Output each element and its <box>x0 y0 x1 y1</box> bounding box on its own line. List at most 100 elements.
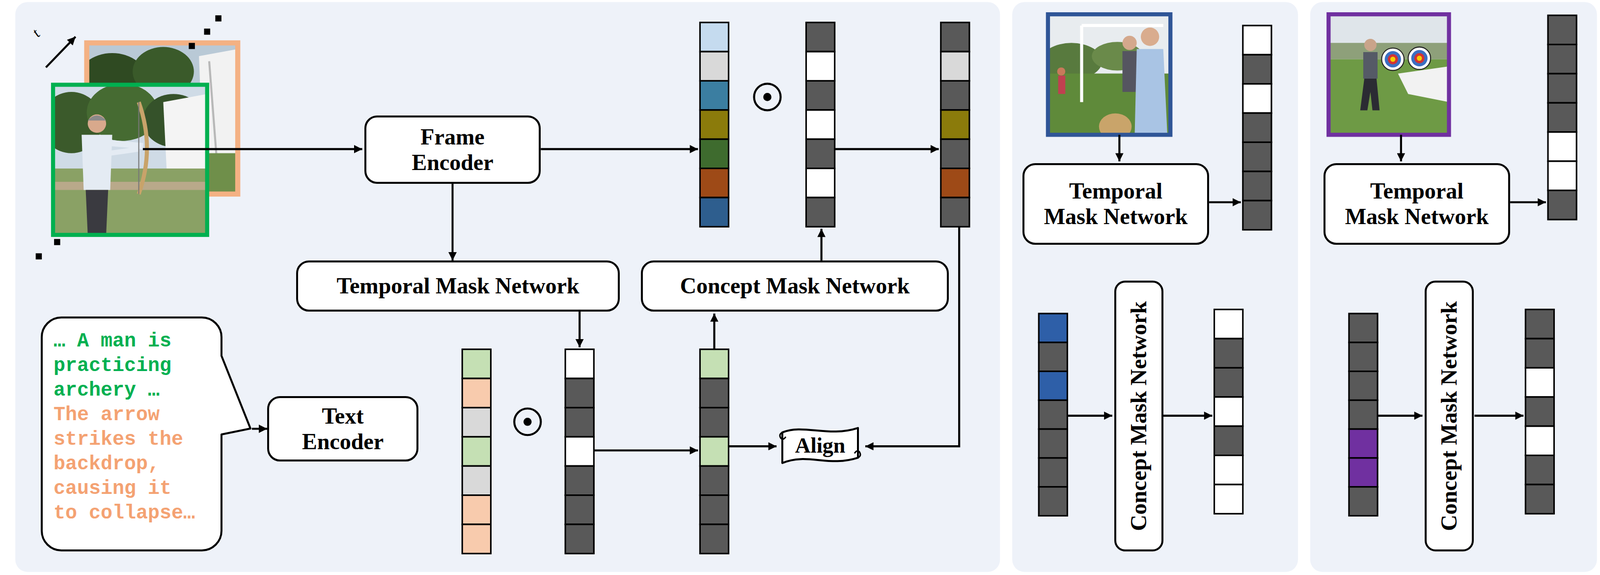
vector-cell <box>1525 455 1554 485</box>
node-label: Frame Encoder <box>411 124 494 175</box>
vector-cell <box>699 378 729 408</box>
vector-cell <box>1525 367 1554 397</box>
feature-vector <box>1525 309 1554 514</box>
video-frame-front <box>53 84 208 235</box>
node-label: Temporal Mask Network <box>336 273 580 299</box>
vector-cell <box>805 22 835 52</box>
vector-cell <box>1547 73 1577 103</box>
photo-middle <box>1057 67 1066 76</box>
feature-vector <box>940 22 970 227</box>
vector-cell <box>1242 83 1272 113</box>
mask-network-box: Concept Mask Network <box>1424 280 1474 552</box>
photo-right <box>1414 53 1425 64</box>
vector-cell <box>1038 399 1068 429</box>
vector-cell <box>1547 102 1577 132</box>
vector-cell <box>940 51 970 81</box>
align-scroll: Align <box>778 423 862 468</box>
panel-background <box>15 1 1598 572</box>
vector-cell <box>462 349 491 379</box>
ellipsis-dots <box>35 252 42 259</box>
vector-cell <box>1525 309 1554 339</box>
feature-vector <box>699 349 729 554</box>
hadamard-product-symbol <box>514 408 541 435</box>
vector-cell <box>462 465 491 495</box>
node-label: Concept Mask Network <box>1126 301 1152 531</box>
vector-cell <box>699 197 729 227</box>
vector-cell <box>1214 338 1243 368</box>
vector-cell <box>1242 112 1272 142</box>
vector-cell <box>1038 371 1068 401</box>
mask-network-box: Temporal Mask Network <box>1323 163 1511 245</box>
vector-cell <box>1214 425 1243 455</box>
vector-cell <box>1214 484 1243 514</box>
vector-cell <box>940 197 970 227</box>
ellipsis-dots <box>35 15 222 260</box>
video-frame-front <box>53 181 208 191</box>
flow-arrow <box>1400 134 1403 162</box>
vector-cell <box>1547 132 1577 162</box>
photo-right <box>1407 47 1431 70</box>
caption-speech-bubble: … A man is practicing archery …The arrow… <box>40 316 252 552</box>
vector-cell <box>565 465 594 495</box>
flow-arrow <box>1209 200 1241 203</box>
vector-cell <box>1349 399 1378 429</box>
vector-cell <box>1349 457 1378 487</box>
vector-cell <box>565 495 594 525</box>
vector-cell <box>805 168 835 198</box>
vector-cell <box>1038 428 1068 458</box>
node-label: Temporal Mask Network <box>1041 178 1191 229</box>
photo-middle <box>1140 27 1159 46</box>
flow-arrow <box>1474 414 1524 417</box>
node-label: Concept Mask Network <box>1436 301 1463 531</box>
time-arrow <box>46 36 76 68</box>
flow-arrow <box>578 311 581 348</box>
flow-arrow <box>820 228 823 261</box>
vector-cell <box>565 407 594 437</box>
vector-cell <box>940 168 970 198</box>
flow-arrow <box>865 226 960 446</box>
vector-cell <box>1525 396 1554 426</box>
node-label: Align <box>795 433 846 458</box>
photo-right <box>1384 51 1402 68</box>
vector-cell <box>699 495 729 525</box>
photo-right <box>1363 52 1378 79</box>
photo-right <box>1387 54 1399 65</box>
vector-cell <box>1214 367 1243 397</box>
video-frame-front <box>53 84 208 235</box>
flow-arrow <box>1377 414 1423 417</box>
vector-cell <box>1242 141 1272 171</box>
vector-cell <box>462 524 491 553</box>
flow-arrow <box>1510 200 1546 203</box>
vector-cell <box>1242 25 1272 55</box>
vector-cell <box>699 349 729 379</box>
vector-cell <box>699 407 729 437</box>
hadamard-product-symbol <box>764 93 771 100</box>
vector-cell <box>462 436 491 466</box>
vector-cell <box>565 349 594 379</box>
photo-right <box>1416 55 1422 61</box>
photo-right <box>1398 66 1450 103</box>
vector-cell <box>805 138 835 168</box>
node-label: Concept Mask Network <box>680 273 911 299</box>
vector-cell <box>1525 338 1554 368</box>
panel-background <box>1310 1 1598 572</box>
vector-cell <box>699 436 729 466</box>
video-frame-front <box>110 142 143 146</box>
vector-cell <box>1547 44 1577 74</box>
photo-right <box>1411 50 1428 67</box>
vector-cell <box>1214 455 1243 485</box>
photo-middle <box>1134 49 1168 136</box>
photo-right <box>1390 56 1396 62</box>
hadamard-product-symbol <box>524 418 531 425</box>
vector-cell <box>699 110 729 139</box>
vector-cell <box>462 495 491 525</box>
vector-cell <box>940 138 970 168</box>
flow-arrow <box>593 448 698 451</box>
photo-right <box>1381 48 1405 71</box>
vector-cell <box>1038 486 1068 516</box>
vector-cell <box>805 110 835 139</box>
flow-connector <box>451 183 454 261</box>
video-frame-front <box>40 83 208 235</box>
